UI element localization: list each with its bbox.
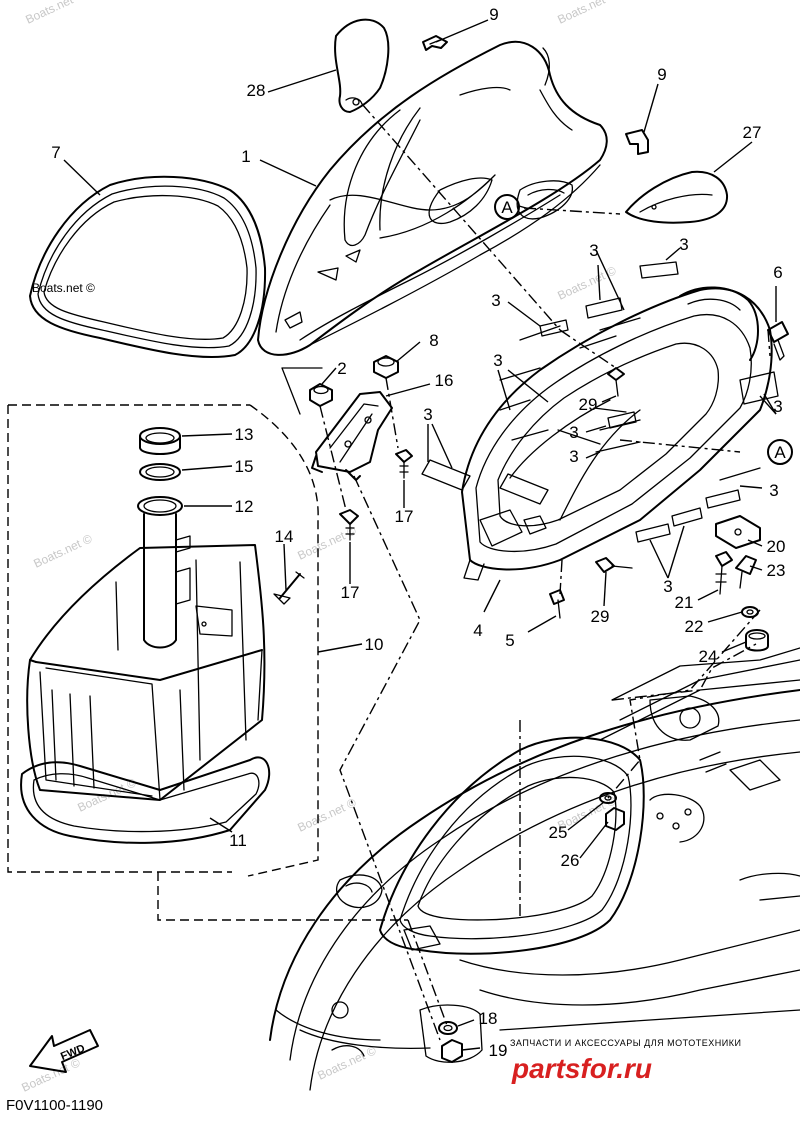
part-29-bolt	[607, 367, 625, 397]
callout-numbers: 28 1 7 9 9 27 6 2 8 16 13 15 12 14 10 11…	[51, 5, 785, 1060]
reference-mark-a: A	[767, 439, 793, 465]
callout-10: 10	[365, 635, 384, 654]
callout-16: 16	[435, 371, 454, 390]
callout-12: 12	[235, 497, 254, 516]
part-24-grommet	[745, 629, 769, 652]
part-8-damper	[373, 355, 399, 379]
watermark: Boats.net ©	[315, 1043, 378, 1082]
callout-25: 25	[549, 823, 568, 842]
callout-18: 18	[479, 1009, 498, 1028]
callout-3: 3	[569, 447, 578, 466]
callout-3: 3	[589, 241, 598, 260]
callout-17: 17	[395, 507, 414, 526]
part-25-washer	[599, 792, 617, 804]
part-29-bolt	[595, 557, 633, 573]
reference-mark-a: A	[494, 194, 520, 220]
watermark: Boats.net ©	[295, 523, 358, 562]
callout-3: 3	[769, 481, 778, 500]
part-2-damper	[309, 383, 333, 407]
callout-3: 3	[679, 235, 688, 254]
diagram-code: F0V1100-1190	[6, 1097, 103, 1114]
part-19-nut	[441, 1039, 463, 1063]
reference-mark-label: A	[774, 443, 786, 462]
callout-22: 22	[685, 617, 704, 636]
watermark: Boats.net ©	[295, 795, 358, 834]
watermarks: Boats.net © Boats.net © Boats.net © Boat…	[19, 0, 618, 1095]
callout-9: 9	[657, 65, 666, 84]
part-12-spout	[137, 496, 191, 649]
part-17-bolt	[395, 449, 413, 479]
callout-14: 14	[275, 527, 294, 546]
watermark: Boats.net ©	[32, 281, 95, 295]
callout-3: 3	[423, 405, 432, 424]
watermark: Boats.net ©	[19, 1055, 82, 1094]
part-15-o-ring	[139, 463, 181, 481]
callout-15: 15	[235, 457, 254, 476]
part-9-clip	[625, 129, 649, 155]
part-16-hinge	[311, 391, 393, 481]
watermark: Boats.net ©	[31, 531, 94, 570]
deck-hull	[269, 647, 800, 1091]
callout-28: 28	[247, 81, 266, 100]
part-27-emblem	[625, 170, 729, 224]
part-5-rivet	[549, 589, 565, 619]
callout-13: 13	[235, 425, 254, 444]
part-17-bolt	[339, 509, 359, 541]
assembly-lines	[281, 103, 771, 1041]
fwd-arrow-icon: FWD	[29, 1029, 99, 1073]
callout-23: 23	[767, 561, 786, 580]
callout-3: 3	[569, 423, 578, 442]
storage-box-group	[7, 404, 408, 921]
callout-2: 2	[337, 359, 346, 378]
callout-6: 6	[773, 263, 782, 282]
callout-26: 26	[561, 851, 580, 870]
callout-19: 19	[489, 1041, 508, 1060]
callout-3: 3	[493, 351, 502, 370]
part-18-washer	[438, 1021, 458, 1035]
reference-mark-label: A	[501, 198, 513, 217]
part-9-clip	[422, 35, 448, 51]
part-13-cap	[139, 427, 181, 455]
callout-11: 11	[229, 831, 247, 850]
watermark: Boats.net ©	[555, 0, 618, 27]
part-7-hatch-seal: Boats.net ©	[29, 175, 267, 359]
callout-29: 29	[591, 607, 610, 626]
callout-20: 20	[767, 537, 786, 556]
part-26-nut	[605, 807, 625, 831]
leader-lines	[63, 19, 777, 1051]
callout-3: 3	[491, 291, 500, 310]
part-23-stud	[735, 555, 757, 589]
callout-29: 29	[579, 395, 598, 414]
part-20-bracket	[715, 515, 761, 549]
promo-site: partsfor.ru	[511, 1053, 652, 1084]
callout-3: 3	[773, 397, 782, 416]
part-14-pin	[273, 571, 305, 605]
callout-7: 7	[51, 143, 60, 162]
promo-branding: ЗАПЧАСТИ И АКСЕССУАРЫ ДЛЯ МОТОТЕХНИКИ pa…	[510, 1038, 741, 1084]
callout-21: 21	[675, 593, 694, 612]
callout-9: 9	[489, 5, 498, 24]
callout-8: 8	[429, 331, 438, 350]
callout-24: 24	[699, 647, 718, 666]
part-4-hatch-base	[421, 261, 779, 581]
callout-17: 17	[341, 583, 360, 602]
part-28-headrest	[334, 18, 390, 113]
callout-1: 1	[241, 147, 250, 166]
callout-27: 27	[743, 123, 762, 142]
part-1-hood	[257, 40, 608, 356]
promo-tagline: ЗАПЧАСТИ И АКСЕССУАРЫ ДЛЯ МОТОТЕХНИКИ	[510, 1038, 741, 1048]
callout-5: 5	[505, 631, 514, 650]
callout-4: 4	[473, 621, 482, 640]
part-21-bolt	[715, 551, 733, 595]
part-11-storage-box	[20, 544, 271, 844]
watermark: Boats.net ©	[555, 263, 618, 302]
callout-3: 3	[663, 577, 672, 596]
watermark: Boats.net ©	[23, 0, 86, 27]
